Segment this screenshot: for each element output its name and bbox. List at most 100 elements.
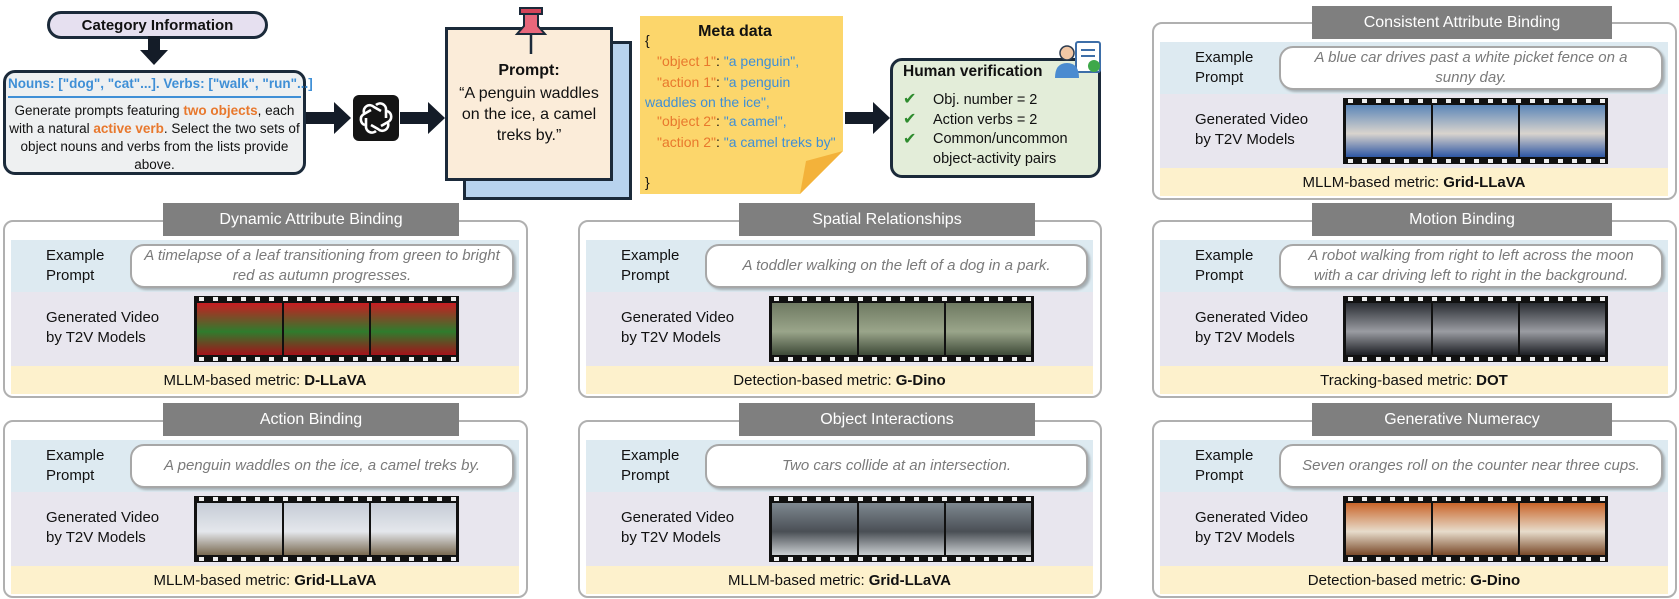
- down-arrow-icon: [140, 36, 168, 65]
- metric-name: Grid-LLaVA: [294, 571, 377, 589]
- label-prompt: Prompt: [1195, 267, 1244, 284]
- example-prompt-text: A timelapse of a leaf transitioning from…: [130, 244, 514, 288]
- label-generated: Generated Video: [1195, 111, 1309, 128]
- example-prompt-text: A blue car drives past a white picket fe…: [1279, 46, 1663, 90]
- label-generated: Generated Video: [46, 509, 160, 526]
- film-holes: [1343, 159, 1608, 163]
- metric-name: DOT: [1476, 371, 1508, 389]
- video-frame: [371, 303, 456, 355]
- meta-entry: "object 2": "a camel",: [657, 113, 787, 129]
- label-by-models: by T2V Models: [1195, 529, 1295, 546]
- panel-title: Generative Numeracy: [1312, 403, 1612, 436]
- video-frame: [859, 503, 944, 555]
- video-frame: [284, 303, 369, 355]
- video-frame: [772, 303, 857, 355]
- video-filmstrip: [769, 496, 1034, 562]
- nouns-verbs-list: Nouns: ["dog", "cat"...]. Verbs: ["walk"…: [8, 76, 313, 91]
- video-filmstrip: [1343, 98, 1608, 164]
- video-frame: [772, 503, 857, 555]
- video-filmstrip: [194, 296, 459, 362]
- verification-item: ✔Action verbs = 2: [903, 111, 1038, 128]
- video-filmstrip: [769, 296, 1034, 362]
- film-holes: [194, 357, 459, 361]
- metric-row: Detection-based metric:G-Dino: [1160, 566, 1668, 594]
- pushpin-icon: [514, 7, 548, 54]
- chatgpt-logo-icon: [353, 95, 399, 141]
- video-frame: [1433, 105, 1518, 157]
- label-generated: Generated Video: [1195, 309, 1309, 326]
- panel-title: Action Binding: [163, 403, 459, 436]
- label-by-models: by T2V Models: [1195, 329, 1295, 346]
- meta-data-title: Meta data: [698, 23, 772, 40]
- panel-title: Spatial Relationships: [739, 203, 1035, 236]
- label-generated: Generated Video: [621, 509, 735, 526]
- panel-title: Object Interactions: [739, 403, 1035, 436]
- meta-entry: "action 2": "a camel treks by": [657, 134, 836, 150]
- page-curl-icon: [800, 151, 843, 194]
- video-frame: [1520, 503, 1605, 555]
- right-arrow-icon: [400, 102, 445, 134]
- video-frame: [1346, 303, 1431, 355]
- video-frame: [859, 303, 944, 355]
- brace-open: {: [645, 32, 650, 48]
- video-frame: [946, 303, 1031, 355]
- verification-item: ✔Common/uncommon object-activity pairs: [903, 130, 1088, 169]
- film-holes: [194, 297, 459, 301]
- metric-name: Grid-LLaVA: [1443, 173, 1526, 191]
- metric-name: Grid-LLaVA: [868, 571, 951, 589]
- film-holes: [1343, 357, 1608, 361]
- video-frame: [1346, 503, 1431, 555]
- generated-video-label: Generated Video by T2V Models: [1195, 308, 1308, 348]
- right-arrow-icon: [845, 102, 890, 134]
- label-prompt: Prompt: [621, 267, 670, 284]
- category-info-box: [3, 70, 306, 175]
- video-filmstrip: [1343, 496, 1608, 562]
- label-prompt: Prompt: [46, 467, 95, 484]
- metric-row: Tracking-based metric:DOT: [1160, 366, 1668, 394]
- film-holes: [194, 557, 459, 561]
- label-by-models: by T2V Models: [621, 529, 721, 546]
- label-prompt: Prompt: [1195, 69, 1244, 86]
- generated-video-label: Generated Video by T2V Models: [621, 508, 734, 548]
- example-prompt-text: Seven oranges roll on the counter near t…: [1279, 444, 1663, 488]
- label-example: Example: [46, 247, 105, 264]
- label-example: Example: [46, 447, 105, 464]
- film-holes: [1343, 99, 1608, 103]
- metric-name: G-Dino: [1470, 571, 1521, 589]
- meta-entry: "action 1": "a penguin waddles on the ic…: [645, 74, 791, 110]
- video-frame: [1346, 105, 1431, 157]
- prompt-card: [445, 27, 613, 181]
- metric-type: Detection-based metric:: [1307, 571, 1467, 589]
- label-by-models: by T2V Models: [621, 329, 721, 346]
- video-filmstrip: [194, 496, 459, 562]
- example-prompt-text: A penguin waddles on the ice, a camel tr…: [130, 444, 514, 488]
- film-holes: [194, 497, 459, 501]
- video-frame: [946, 503, 1031, 555]
- example-prompt-text: Two cars collide at an intersection.: [705, 444, 1088, 488]
- video-frame: [1520, 303, 1605, 355]
- video-frame: [371, 503, 456, 555]
- label-by-models: by T2V Models: [46, 329, 146, 346]
- label-example: Example: [1195, 247, 1254, 264]
- label-by-models: by T2V Models: [46, 529, 146, 546]
- film-holes: [769, 297, 1034, 301]
- label-prompt: Prompt: [46, 267, 95, 284]
- verification-item: ✔Obj. number = 2: [903, 91, 1038, 108]
- film-holes: [1343, 497, 1608, 501]
- metric-row: MLLM-based metric:Grid-LLaVA: [11, 566, 519, 594]
- generated-video-label: Generated Video by T2V Models: [46, 508, 159, 548]
- human-verification-title: Human verification: [903, 63, 1043, 80]
- label-example: Example: [1195, 49, 1254, 66]
- metric-row: MLLM-based metric:Grid-LLaVA: [586, 566, 1093, 594]
- video-frame: [1433, 303, 1518, 355]
- prompt-title: Prompt:: [498, 62, 560, 79]
- metric-row: MLLM-based metric:D-LLaVA: [11, 366, 519, 394]
